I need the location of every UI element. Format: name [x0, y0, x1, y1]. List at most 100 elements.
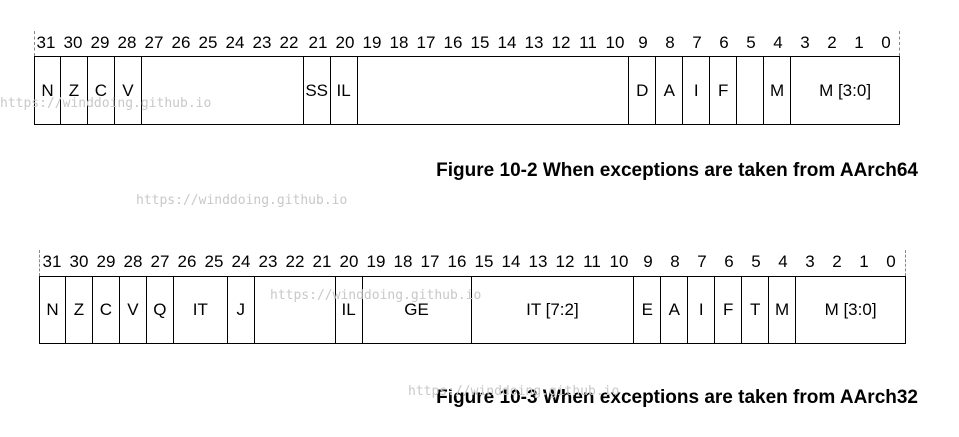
register-field: E — [634, 277, 662, 343]
bit-number: 19 — [366, 252, 386, 271]
bit-number: 15 — [474, 252, 494, 271]
register-field: M — [764, 57, 792, 124]
reserved-field — [737, 57, 765, 124]
watermark-text: https://winddoing.github.io — [408, 384, 620, 399]
bit-number: 8 — [665, 33, 675, 52]
bit-number: 12 — [551, 33, 571, 52]
register-field: V — [115, 57, 142, 124]
bit-number: 11 — [579, 33, 597, 52]
bit-number: 1 — [859, 252, 869, 271]
register-field: SS — [304, 57, 331, 124]
bit-guide-line — [39, 250, 40, 276]
bit-number: 18 — [393, 252, 413, 271]
bit-number: 2 — [832, 252, 842, 271]
bit-number: 18 — [389, 33, 409, 52]
bit-number: 21 — [312, 252, 332, 271]
bit-number: 28 — [123, 252, 143, 271]
bit-number: 0 — [886, 252, 896, 271]
register-field: Z — [66, 277, 93, 343]
reserved-field — [142, 57, 304, 124]
bit-number: 30 — [69, 252, 89, 271]
bit-number: 17 — [416, 33, 436, 52]
register-field: N — [40, 277, 66, 343]
bit-number: 22 — [285, 252, 305, 271]
bit-number: 25 — [198, 33, 218, 52]
bit-number: 4 — [773, 33, 783, 52]
register-field: GE — [363, 277, 472, 343]
bit-number: 31 — [36, 33, 56, 52]
bit-number: 31 — [42, 252, 62, 271]
bit-number: 7 — [692, 33, 702, 52]
bit-number: 14 — [497, 33, 517, 52]
bit-number: 15 — [470, 33, 490, 52]
register-field: V — [120, 277, 147, 343]
bit-number: 29 — [96, 252, 116, 271]
bit-number: 30 — [63, 33, 83, 52]
bit-number: 1 — [854, 33, 864, 52]
register-field: A — [661, 277, 689, 343]
aarch32-caption: Figure 10-3 When exceptions are taken fr… — [436, 387, 918, 408]
register-field: I — [688, 277, 716, 343]
register-field: C — [88, 57, 115, 124]
bit-number: 20 — [339, 252, 359, 271]
bit-number: 12 — [555, 252, 575, 271]
bit-number: 9 — [638, 33, 648, 52]
bit-number: 0 — [881, 33, 891, 52]
bit-number: 21 — [308, 33, 328, 52]
bit-number: 27 — [150, 252, 170, 271]
register-field: M [3:0] — [824, 300, 877, 319]
bit-number: 25 — [204, 252, 224, 271]
bit-number: 24 — [225, 33, 245, 52]
register-field: IL — [336, 277, 363, 343]
register-field: J — [228, 277, 255, 343]
bit-number: 20 — [335, 33, 355, 52]
bit-number: 26 — [177, 252, 197, 271]
bit-number: 28 — [117, 33, 137, 52]
bit-number: 16 — [447, 252, 467, 271]
bit-guide-line — [34, 31, 35, 56]
bit-number: 19 — [362, 33, 382, 52]
register-field: N — [35, 57, 61, 124]
watermark-text: https://winddoing.github.io — [136, 193, 348, 208]
reserved-field — [358, 57, 630, 124]
bit-number: 29 — [90, 33, 110, 52]
register-field: M [3:0] — [819, 80, 872, 100]
bit-number: 10 — [609, 252, 629, 271]
register-field: M — [769, 277, 797, 343]
watermark-text: https://winddoing.github.io — [0, 96, 212, 111]
register-field: F — [710, 57, 738, 124]
register-field: D — [629, 57, 657, 124]
bit-number: 3 — [805, 252, 815, 271]
bit-guide-line — [899, 31, 900, 56]
bit-number: 23 — [258, 252, 278, 271]
bit-number: 10 — [605, 33, 625, 52]
bit-number: 16 — [443, 33, 463, 52]
bit-number: 4 — [778, 252, 788, 271]
bit-number: 6 — [724, 252, 734, 271]
bit-number: 27 — [144, 33, 164, 52]
register-field: IL — [331, 57, 358, 124]
register-field: I — [683, 57, 711, 124]
bit-number: 13 — [524, 33, 544, 52]
register-field: IT — [174, 277, 228, 343]
register-field: IT [7:2] — [472, 277, 635, 343]
bit-number: 7 — [697, 252, 707, 271]
bit-number: 2 — [827, 33, 837, 52]
bit-number: 3 — [800, 33, 810, 52]
bit-number: 14 — [501, 252, 521, 271]
bit-number: 24 — [231, 252, 251, 271]
bit-number: 5 — [746, 33, 756, 52]
bit-number: 5 — [751, 252, 761, 271]
bit-number: 26 — [171, 33, 191, 52]
bit-number: 9 — [643, 252, 653, 271]
register-field: Q — [147, 277, 174, 343]
bit-number: 22 — [279, 33, 299, 52]
register-field: T — [742, 277, 770, 343]
reserved-field — [255, 277, 336, 343]
watermark-text: https://winddoing.github.io — [270, 288, 482, 303]
bit-number: 11 — [583, 252, 601, 271]
aarch64-caption: Figure 10-2 When exceptions are taken fr… — [436, 160, 918, 181]
